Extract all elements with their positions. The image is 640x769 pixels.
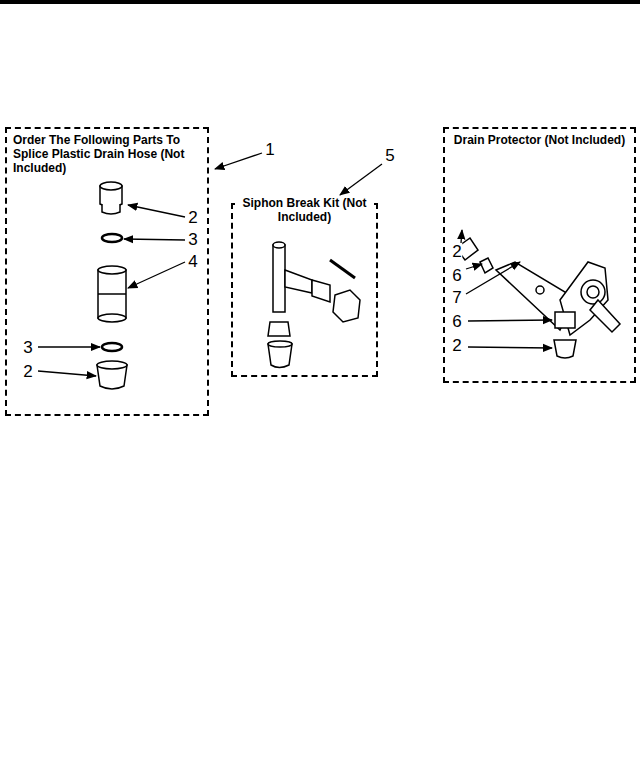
dashed-group-box: Siphon Break Kit (Not Included): [231, 203, 378, 377]
dashed-group-box: Order The Following Parts To Splice Plas…: [5, 127, 209, 416]
callout-number: 2: [451, 243, 462, 261]
dashed-group-box: Drain Protector (Not Included): [443, 127, 636, 383]
callout-number: 1: [264, 141, 275, 159]
group-heading: Drain Protector (Not Included): [448, 129, 631, 151]
callout-number: 6: [451, 267, 462, 285]
callout-number: 4: [187, 253, 198, 271]
group-heading: Siphon Break Kit (Not Included): [235, 196, 374, 224]
callout-number: 3: [22, 339, 33, 357]
callout-number: 2: [22, 363, 33, 381]
callout-number: 7: [451, 289, 462, 307]
callout-number: 2: [187, 209, 198, 227]
callout-number: 2: [451, 337, 462, 355]
callout-number: 3: [187, 231, 198, 249]
group-heading: Order The Following Parts To Splice Plas…: [7, 129, 207, 179]
callout-number: 5: [384, 147, 395, 165]
callout-number: 6: [451, 313, 462, 331]
